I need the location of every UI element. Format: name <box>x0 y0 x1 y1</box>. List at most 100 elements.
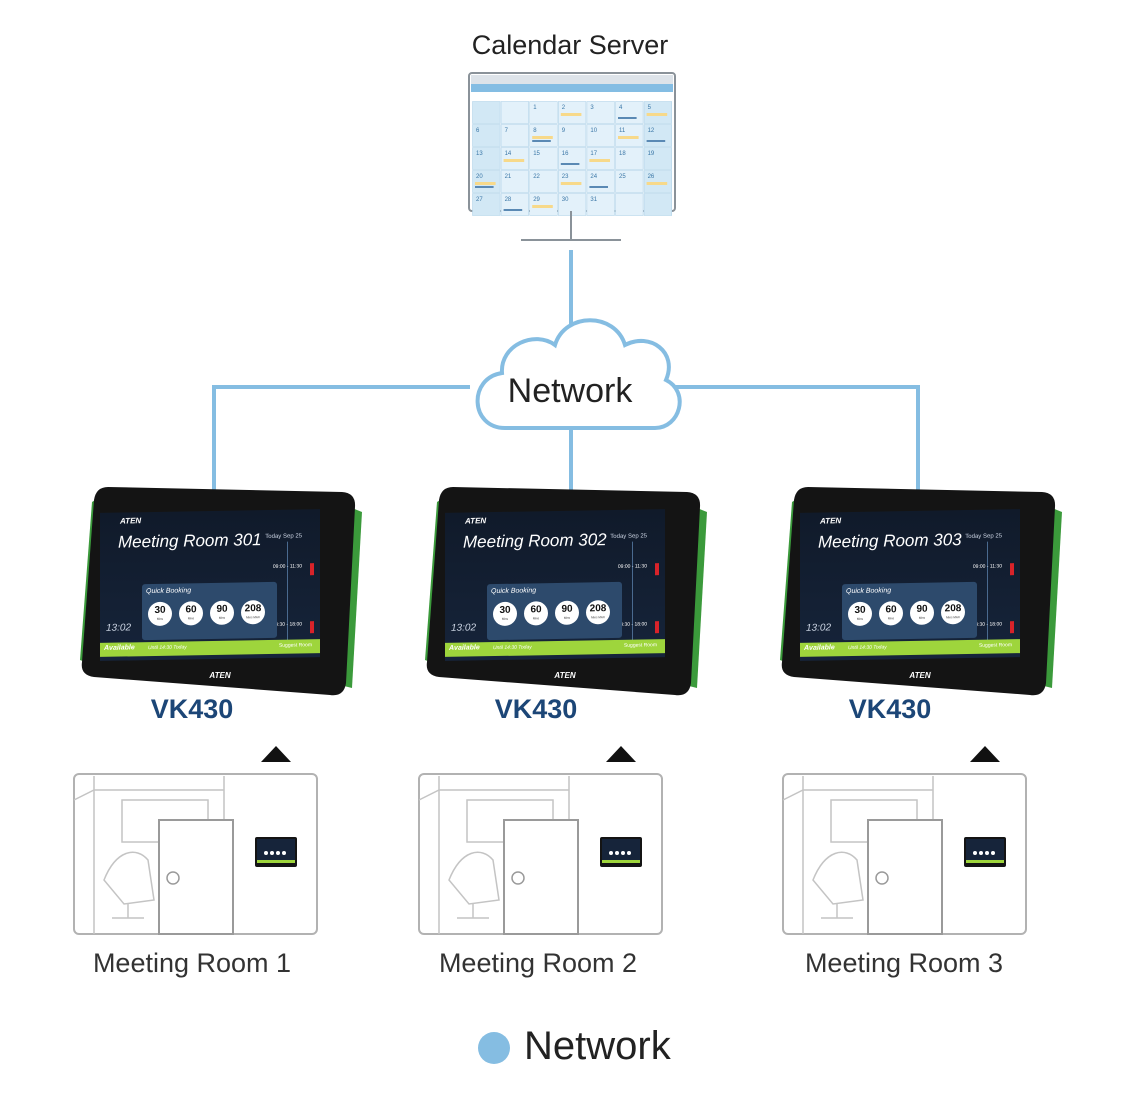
calendar-day-cell <box>500 101 530 124</box>
cloud-label: Network <box>507 372 633 410</box>
mini-button <box>991 851 995 855</box>
calendar-day-number: 27 <box>476 197 483 203</box>
calendar-day-number: 14 <box>505 151 512 157</box>
calendar-day-number: 16 <box>562 151 569 157</box>
calendar-day-cell <box>557 193 587 216</box>
link-room-3 <box>670 385 920 492</box>
calendar-day-number: 22 <box>533 174 540 180</box>
calendar-event <box>646 182 668 185</box>
screen-clock: 13:02 <box>451 622 477 634</box>
button-unit: Mins <box>532 616 540 621</box>
server-title: Calendar Server <box>471 30 669 60</box>
quick-booking-title: Quick Booking <box>146 587 192 596</box>
calendar-day-cell <box>586 101 615 124</box>
calendar-event <box>560 182 582 185</box>
calendar-day-cell <box>529 193 558 216</box>
calendar-day-number: 21 <box>505 174 512 180</box>
screen-clock: 13:02 <box>106 622 132 634</box>
mini-button <box>264 851 268 855</box>
status-text: Available <box>449 644 480 652</box>
booking-marker <box>1010 563 1014 576</box>
calendar-day-number: 13 <box>476 151 483 157</box>
device-model-label: VK430 <box>150 694 234 724</box>
calendar-day-cell <box>500 170 530 193</box>
meeting-room-sketch <box>782 746 1027 935</box>
calendar-day-cell <box>615 193 644 216</box>
calendar-event <box>560 113 582 116</box>
calendar-day-cell <box>643 193 672 216</box>
calendar-day-number: 20 <box>476 174 483 180</box>
screen-clock: 13:02 <box>806 622 832 634</box>
door-knob <box>875 871 889 885</box>
calendar-event <box>646 113 668 116</box>
button-unit: Mins MAX <box>946 615 960 620</box>
meeting-room-sketch <box>418 746 663 935</box>
calendar-day-number: 15 <box>533 151 540 157</box>
calendar-day-number: 3 <box>590 105 594 111</box>
calendar-day-cell <box>472 147 501 170</box>
calendar-day-number: 19 <box>648 151 655 157</box>
calendar-day-number: 31 <box>590 197 597 203</box>
door <box>158 819 234 935</box>
event-time: 09:00 - 11:30 <box>617 563 647 570</box>
status-until: Until 14:30 Today <box>148 644 187 652</box>
calendar-day-number: 1 <box>533 105 537 111</box>
room-name: Meeting Room 303 <box>818 530 962 552</box>
status-until: Until 14:30 Today <box>493 644 532 652</box>
calendar-event <box>589 159 610 162</box>
calendar-day-cell <box>615 170 644 193</box>
screen-brand: ATEN <box>120 516 142 526</box>
calendar-day-cell <box>643 101 672 124</box>
mini-status-bar <box>966 860 1004 863</box>
calendar-day-cell <box>557 170 587 193</box>
event-time: 09:00 - 11:30 <box>272 563 302 570</box>
calendar-event <box>503 159 525 162</box>
calendar-event <box>560 163 580 165</box>
cloud-shape <box>475 318 682 430</box>
button-unit: Mins <box>887 616 895 621</box>
calendar-day-number: 30 <box>562 197 569 203</box>
booking-marker <box>310 621 314 634</box>
calendar-event <box>503 209 523 211</box>
mini-status-bar <box>602 860 640 863</box>
meeting-room-sketch <box>73 746 318 935</box>
calendar-day-number: 18 <box>619 151 626 157</box>
calendar-day-cell <box>472 101 501 124</box>
weekday-label: Sa <box>654 95 662 101</box>
door-knob <box>511 871 525 885</box>
calendar-day-number: 9 <box>562 128 566 134</box>
door <box>867 819 943 935</box>
suggest-room-link[interactable]: Suggest Room <box>278 642 312 649</box>
bezel-brand-logo: ATEN <box>908 671 930 680</box>
suggest-room-link[interactable]: Suggest Room <box>978 642 1012 649</box>
mini-status-bar <box>257 860 295 863</box>
event-time: 09:00 - 11:30 <box>972 563 1002 570</box>
quick-booking-title: Quick Booking <box>846 587 892 596</box>
calendar-day-number: 7 <box>505 128 509 134</box>
weekday-label: Tu <box>540 95 547 101</box>
button-unit: Mins <box>918 615 926 620</box>
calendar-day-number: 23 <box>562 174 569 180</box>
button-unit: Mins MAX <box>246 615 260 620</box>
calendar-event <box>618 117 637 119</box>
mini-button <box>609 851 613 855</box>
suggest-room-link[interactable]: Suggest Room <box>623 642 657 649</box>
calendar-day-number: 4 <box>619 105 623 111</box>
calendar-day-number: 24 <box>590 174 597 180</box>
